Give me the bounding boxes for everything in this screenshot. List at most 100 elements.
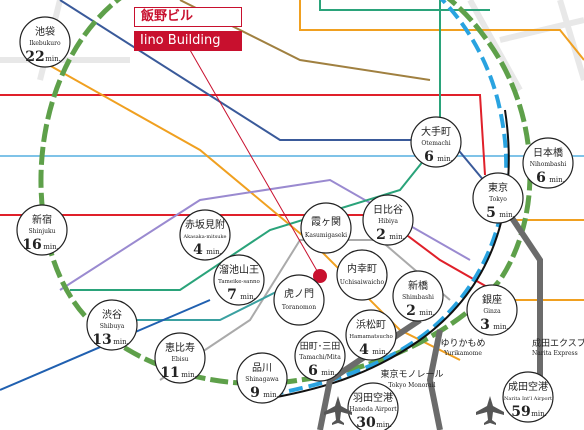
svg-text:日本橋: 日本橋 bbox=[533, 146, 563, 159]
line-label-yurikamome: ゆりかもめ Yurikamome bbox=[440, 338, 485, 357]
svg-text:min.: min. bbox=[499, 211, 515, 219]
svg-text:浜松町: 浜松町 bbox=[356, 318, 386, 331]
station-shinagawa[interactable]: 品川 Shinagawa 9 min. bbox=[236, 352, 288, 404]
svg-text:Ebisu: Ebisu bbox=[171, 356, 188, 363]
station-shinjuku[interactable]: 新宿 Shinjuku 16 min. bbox=[16, 204, 68, 256]
station-kasumigaseki[interactable]: 霞ヶ関 Kasumigaseki bbox=[300, 202, 352, 254]
station-ebisu[interactable]: 恵比寿 Ebisu 11 min. bbox=[154, 332, 206, 384]
svg-text:Tokyo Monorail: Tokyo Monorail bbox=[388, 382, 435, 389]
line-orange-2 bbox=[299, 0, 584, 61]
station-shibuya[interactable]: 渋谷 Shibuya 13 min. bbox=[86, 299, 138, 351]
line-green-2 bbox=[319, 0, 490, 11]
station-akasakamitsuke[interactable]: 赤坂見附 Akasaka-mitsuke 4 min. bbox=[179, 209, 231, 261]
svg-text:3: 3 bbox=[480, 317, 490, 333]
svg-text:虎ノ門: 虎ノ門 bbox=[284, 288, 314, 300]
svg-text:22: 22 bbox=[25, 49, 44, 65]
svg-text:渋谷: 渋谷 bbox=[102, 308, 122, 321]
station-hibiya[interactable]: 日比谷 Hibiya 2 min. bbox=[362, 194, 414, 246]
station-haneda[interactable]: 羽田空港 Haneda Airport 30 min. bbox=[347, 382, 399, 430]
svg-text:ゆりかもめ: ゆりかもめ bbox=[440, 338, 485, 349]
svg-text:Yurikamome: Yurikamome bbox=[443, 350, 482, 357]
svg-text:東京: 東京 bbox=[488, 181, 508, 194]
svg-text:min.: min. bbox=[240, 293, 256, 301]
svg-text:Shimbashi: Shimbashi bbox=[402, 294, 434, 301]
svg-text:min.: min. bbox=[376, 421, 392, 429]
svg-text:6: 6 bbox=[536, 170, 546, 186]
svg-text:Narita Express: Narita Express bbox=[532, 350, 578, 357]
station-toranomon[interactable]: 虎ノ門 Toranomon bbox=[273, 274, 325, 326]
svg-text:Ikebukuro: Ikebukuro bbox=[29, 40, 61, 47]
svg-text:16: 16 bbox=[22, 237, 41, 253]
svg-text:銀座: 銀座 bbox=[482, 293, 502, 306]
svg-text:9: 9 bbox=[250, 385, 260, 401]
svg-text:Tamachi/Mita: Tamachi/Mita bbox=[299, 354, 341, 361]
svg-text:min.: min. bbox=[549, 176, 565, 184]
svg-text:4: 4 bbox=[193, 242, 203, 258]
svg-text:7: 7 bbox=[227, 287, 237, 303]
station-nihombashi[interactable]: 日本橋 Nihombashi 6 min. bbox=[522, 137, 574, 189]
svg-text:min.: min. bbox=[43, 243, 59, 251]
narita-express-line bbox=[507, 213, 543, 380]
svg-text:11: 11 bbox=[160, 365, 179, 381]
line-grey bbox=[159, 239, 451, 381]
airplane-icon bbox=[476, 396, 504, 425]
svg-text:Haneda Airport: Haneda Airport bbox=[349, 406, 397, 413]
svg-text:6: 6 bbox=[308, 363, 318, 379]
station-tamachi[interactable]: 田町･三田 Tamachi/Mita 6 min. bbox=[294, 330, 346, 382]
svg-text:羽田空港: 羽田空港 bbox=[353, 391, 393, 404]
svg-text:成田空港: 成田空港 bbox=[508, 380, 548, 393]
svg-text:Tokyo: Tokyo bbox=[489, 196, 507, 203]
station-tameikesanno[interactable]: 溜池山王 Tameike-sanno 7 min. bbox=[213, 254, 265, 306]
svg-text:min.: min. bbox=[389, 233, 405, 241]
stations: 池袋 Ikebukuro 22 min. 新宿 Shinjuku 16 min.… bbox=[16, 16, 574, 430]
svg-text:13: 13 bbox=[92, 332, 111, 348]
station-shimbashi[interactable]: 新橋 Shimbashi 2 min. bbox=[392, 270, 444, 322]
street-background bbox=[0, 0, 584, 92]
svg-text:min.: min. bbox=[263, 391, 279, 399]
svg-text:霞ヶ関: 霞ヶ関 bbox=[311, 216, 341, 228]
svg-text:min.: min. bbox=[206, 248, 222, 256]
svg-text:Otemachi: Otemachi bbox=[421, 140, 450, 147]
line-green bbox=[70, 0, 441, 291]
svg-text:日比谷: 日比谷 bbox=[373, 204, 403, 216]
svg-text:Narita Int'l Airport: Narita Int'l Airport bbox=[504, 396, 552, 402]
svg-text:min.: min. bbox=[419, 309, 435, 317]
brand-name-en: Iino Building bbox=[134, 31, 242, 51]
station-ginza[interactable]: 銀座 Ginza 3 min. bbox=[466, 284, 518, 336]
svg-text:min.: min. bbox=[531, 410, 547, 418]
svg-text:4: 4 bbox=[359, 342, 369, 358]
iino-pointer-line bbox=[189, 49, 321, 277]
svg-text:恵比寿: 恵比寿 bbox=[165, 341, 195, 354]
svg-text:30: 30 bbox=[356, 415, 376, 430]
svg-text:赤坂見附: 赤坂見附 bbox=[185, 218, 225, 231]
station-uchisaiwaicho[interactable]: 内幸町 Uchisaiwaicho bbox=[336, 249, 388, 301]
svg-text:品川: 品川 bbox=[252, 362, 272, 374]
station-hamamatsucho[interactable]: 浜松町 Hamamatsucho 4 min. bbox=[345, 309, 397, 361]
svg-text:溜池山王: 溜池山王 bbox=[219, 263, 259, 276]
svg-text:min.: min. bbox=[45, 55, 61, 63]
svg-text:Shinagawa: Shinagawa bbox=[245, 376, 279, 383]
line-label-narita-express: 成田エクスプ Narita Express bbox=[532, 337, 584, 357]
svg-text:Shibuya: Shibuya bbox=[100, 323, 125, 330]
svg-text:5: 5 bbox=[486, 205, 496, 221]
svg-text:内幸町: 内幸町 bbox=[347, 262, 377, 275]
svg-text:Kasumigaseki: Kasumigaseki bbox=[305, 232, 347, 239]
station-otemachi[interactable]: 大手町 Otemachi 6 min. bbox=[410, 116, 462, 168]
brand-name-ja: 飯野ビル bbox=[134, 7, 242, 27]
line-red-2 bbox=[0, 94, 486, 176]
svg-text:Ginza: Ginza bbox=[483, 308, 501, 315]
svg-text:2: 2 bbox=[406, 303, 416, 319]
station-tokyo[interactable]: 東京 Tokyo 5 min. bbox=[472, 172, 524, 224]
svg-text:2: 2 bbox=[376, 227, 386, 243]
station-ikebukuro[interactable]: 池袋 Ikebukuro 22 min. bbox=[19, 16, 71, 68]
svg-text:min.: min. bbox=[493, 323, 509, 331]
svg-text:Uchisaiwaicho: Uchisaiwaicho bbox=[340, 279, 385, 286]
svg-text:59: 59 bbox=[511, 404, 530, 420]
line-label-monorail: 東京モノレール Tokyo Monorail bbox=[380, 368, 443, 389]
station-narita[interactable]: 成田空港 Narita Int'l Airport 59 min. bbox=[502, 371, 554, 423]
svg-text:min.: min. bbox=[113, 338, 129, 346]
line-darkblue bbox=[0, 299, 211, 391]
svg-text:Shinjuku: Shinjuku bbox=[29, 228, 56, 235]
svg-text:新橋: 新橋 bbox=[408, 279, 428, 292]
